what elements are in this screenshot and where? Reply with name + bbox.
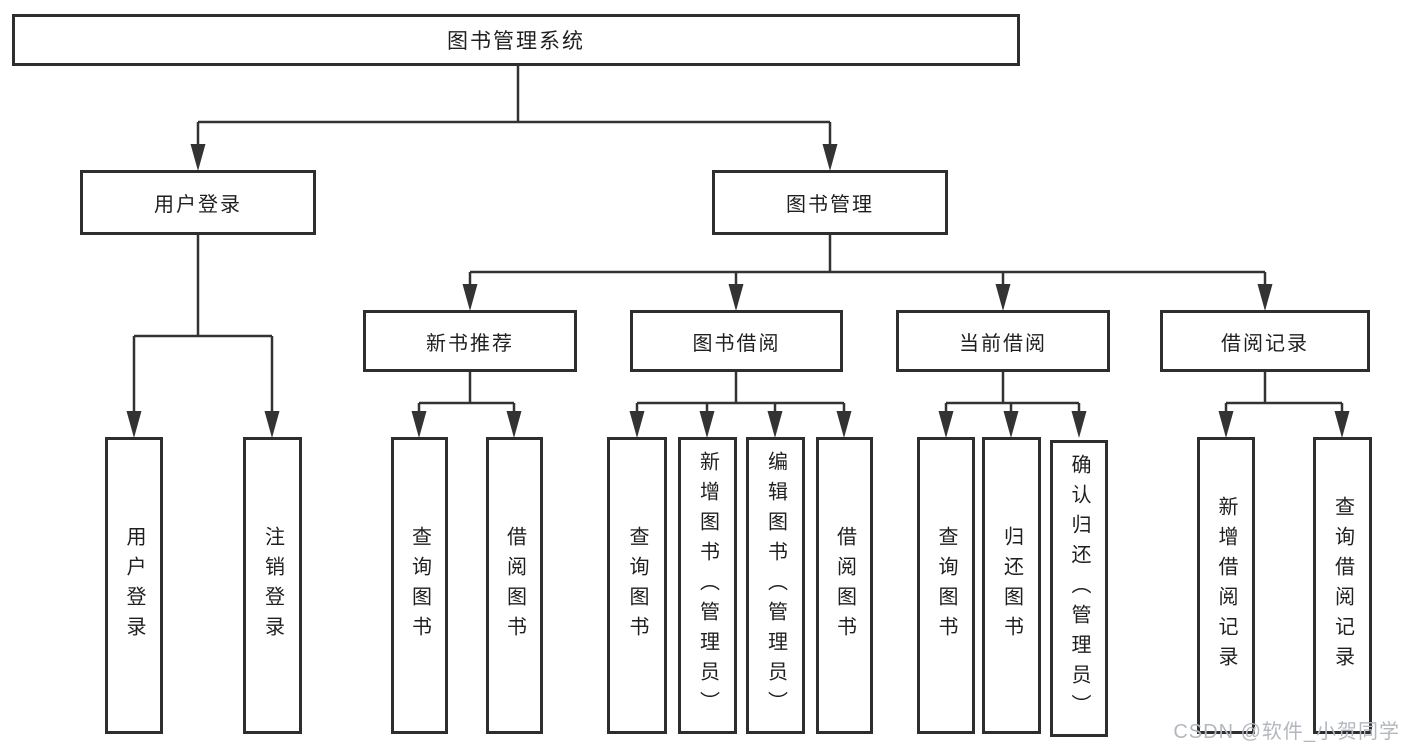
connector-currentborrow-to-leaves	[938, 372, 1087, 438]
node-borrow-records: 借阅记录	[1160, 310, 1370, 372]
leaf-bb-add-book-admin: 新增图书（管理员）	[678, 437, 737, 734]
leaf-cb-return-books: 归还图书	[982, 437, 1041, 734]
leaf-bb-query-books: 查询图书	[607, 437, 667, 734]
node-user-login: 用户登录	[80, 170, 316, 235]
leaf-bb-edit-book-admin: 编辑图书（管理员）	[746, 437, 805, 734]
leaf-cb-query-books: 查询图书	[917, 437, 975, 734]
connector-root-to-level2	[190, 65, 838, 171]
leaf-bb-borrow-books: 借阅图书	[816, 437, 873, 734]
leaf-br-query-record: 查询借阅记录	[1313, 437, 1372, 734]
connector-records-to-leaves	[1218, 372, 1350, 438]
node-root: 图书管理系统	[12, 14, 1020, 66]
leaf-br-add-record: 新增借阅记录	[1197, 437, 1255, 734]
connector-userlogin-to-leaves	[126, 235, 280, 438]
leaf-user-login: 用户登录	[105, 437, 163, 734]
leaf-nbr-query-books: 查询图书	[391, 437, 448, 734]
leaf-cb-confirm-return-admin: 确认归还（管理员）	[1050, 440, 1108, 737]
leaf-nbr-borrow-books: 借阅图书	[486, 437, 543, 734]
connector-newbook-to-leaves	[411, 372, 522, 438]
csdn-watermark: CSDN @软件_小贺同学	[1173, 721, 1400, 743]
leaf-logout: 注销登录	[243, 437, 302, 734]
connector-bookborrow-to-leaves	[629, 372, 852, 438]
connector-bookmgmt-to-level3	[462, 235, 1273, 311]
node-current-borrow: 当前借阅	[896, 310, 1110, 372]
node-new-book-recommend: 新书推荐	[363, 310, 577, 372]
node-book-borrow: 图书借阅	[630, 310, 843, 372]
node-book-management: 图书管理	[712, 170, 948, 235]
